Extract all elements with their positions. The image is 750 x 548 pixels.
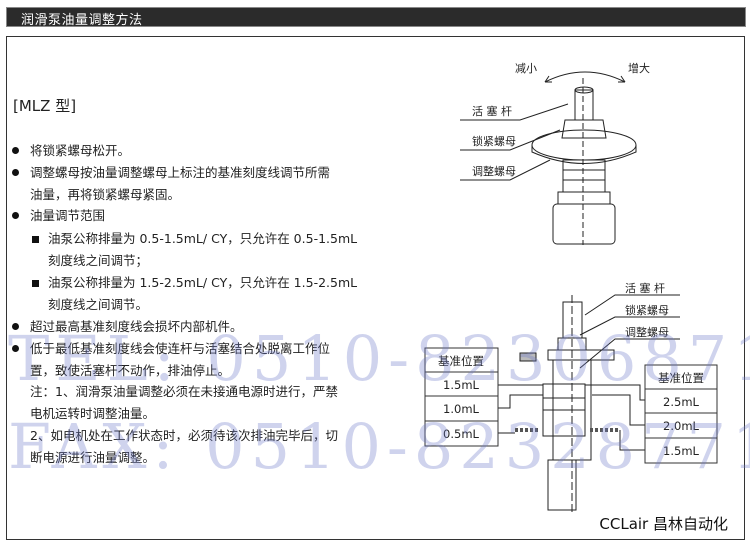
model-label: [MLZ 型]	[13, 97, 77, 115]
table-cell: 1.5mL	[663, 444, 699, 458]
pump-3d-diagram: 减小 增大 活 塞 杆 锁紧螺母 调整螺母	[460, 61, 650, 245]
brand-logo-text: CCLair 昌林自动化	[599, 515, 728, 533]
bullet-text: 油量，再将锁紧螺母紧固。	[30, 187, 181, 202]
bullet-text: 将锁紧螺母松开。	[30, 143, 131, 158]
sub-text: 刻度线之间调节。	[48, 297, 149, 312]
adjust-nut-label: 调整螺母	[472, 164, 516, 178]
content-box	[6, 36, 745, 540]
piston-rod-label: 活 塞 杆	[625, 281, 665, 295]
table-header: 基准位置	[438, 354, 484, 368]
table-cell: 1.0mL	[443, 402, 479, 416]
increase-label: 增大	[628, 61, 650, 75]
left-table	[424, 347, 499, 447]
bullet-text: 低于最低基准刻度线会使连杆与活塞结合处脱离工作位	[30, 341, 331, 356]
sub-bullet-icon	[32, 236, 39, 243]
piston-rod-label: 活 塞 杆	[472, 104, 512, 118]
bullet-icon	[12, 147, 19, 154]
note-text: 电机运转时调整油量。	[30, 406, 156, 421]
rotation-arrow	[544, 71, 626, 83]
sub-text: 油泵公称排量为 0.5-1.5mL/ CY，只允许在 0.5-1.5mL	[48, 231, 358, 246]
table-cell: 2.5mL	[663, 395, 699, 409]
bullet-icon	[12, 212, 19, 219]
note-text: 2、如电机处在工作状态时，必须待该次排油完毕后，切	[30, 428, 338, 443]
bullet-icon	[12, 169, 19, 176]
sub-text: 刻度线之间调节；	[48, 253, 149, 268]
bullet-text: 油量调节范围	[30, 208, 106, 223]
section-title: 润滑泵油量调整方法	[21, 13, 143, 28]
bullet-text: 置，致使活塞杆不动作，排油停止。	[30, 363, 231, 378]
table-header: 基准位置	[658, 371, 704, 385]
lock-nut-label: 锁紧螺母	[472, 134, 516, 148]
lock-nut-label: 锁紧螺母	[625, 303, 669, 317]
note-text: 断电源进行油量调整。	[30, 450, 156, 465]
adjust-nut-label: 调整螺母	[625, 325, 669, 339]
watermark-tel: TEL: 0510-82306871	[8, 322, 750, 395]
pump-section-diagram: 活 塞 杆 锁紧螺母 调整螺母 基准位置 1.5mL 1.0mL 0.5mL 基…	[424, 281, 718, 512]
decrease-label: 减小	[515, 62, 537, 75]
bullet-icon	[12, 323, 19, 330]
table-cell: 1.5mL	[443, 378, 479, 392]
sub-bullet-icon	[32, 280, 39, 287]
bullet-text: 超过最高基准刻度线会损坏内部机件。	[30, 319, 243, 334]
right-table	[644, 364, 718, 464]
table-cell: 0.5mL	[443, 427, 479, 441]
note-text: 注：1、润滑泵油量调整必须在未接通电源时进行，严禁	[30, 384, 338, 399]
bullet-text: 调整螺母按油量调整螺母上标注的基准刻度线调节所需	[30, 165, 331, 180]
section-header: 润滑泵油量调整方法	[6, 7, 746, 28]
sub-text: 油泵公称排量为 1.5-2.5mL/ CY，只允许在 1.5-2.5mL	[48, 275, 358, 290]
table-cell: 2.0mL	[663, 419, 699, 433]
watermark-fax: FAX: 0510-82328771	[8, 410, 750, 483]
bullet-icon	[12, 345, 19, 352]
